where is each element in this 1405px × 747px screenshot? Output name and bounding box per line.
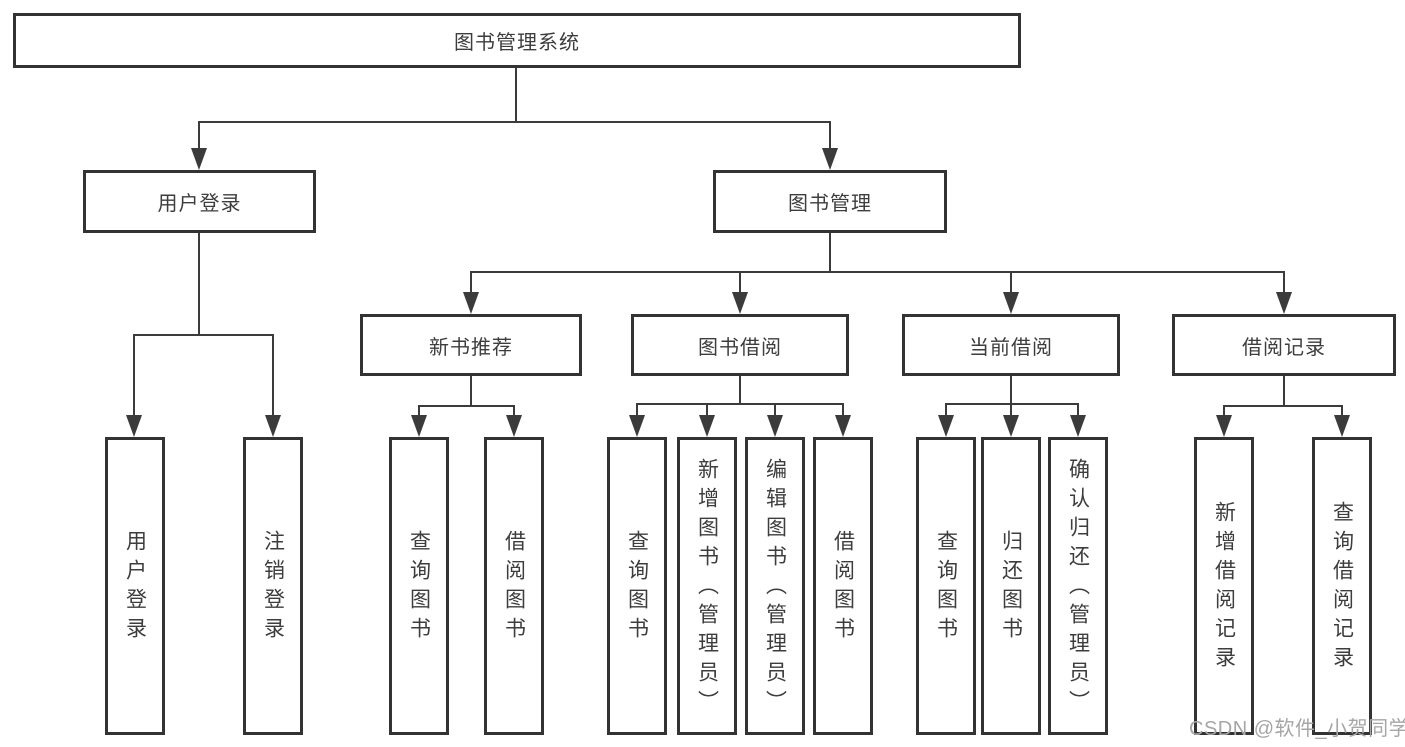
connector-recommend-drop-2: [513, 405, 515, 417]
arrowhead-down-icon: [835, 415, 851, 437]
node-library-management-system: 图书管理系统: [13, 13, 1021, 68]
connector-root-drop-left: [198, 121, 200, 150]
connector-current-stem: [1010, 376, 1012, 405]
arrowhead-down-icon: [767, 415, 783, 437]
connector-mgmt-drop-2: [739, 271, 741, 294]
leaf-records-add-borrow-record: 新增借阅记录: [1194, 437, 1254, 735]
leaf-current-return-books: 归还图书: [981, 437, 1041, 735]
leaf-borrow-add-books-admin: 新增图书（管理员）: [677, 437, 737, 735]
arrowhead-down-icon: [1334, 415, 1350, 437]
arrowhead-down-icon: [191, 148, 207, 170]
connector-current-drop-3: [1077, 403, 1079, 417]
connector-current-drop-1: [945, 403, 947, 417]
node-current-borrowing: 当前借阅: [902, 314, 1120, 376]
node-user-login: 用户登录: [83, 170, 316, 233]
connector-recommend-bar: [418, 405, 515, 407]
connector-recommend-stem: [470, 376, 472, 407]
connector-mgmt-drop-3: [1010, 271, 1012, 294]
leaf-records-query-borrow-record: 查询借阅记录: [1312, 437, 1372, 735]
connector-borrow-drop-3: [774, 403, 776, 417]
arrowhead-down-icon: [938, 415, 954, 437]
connector-root-drop-right: [829, 121, 831, 150]
arrowhead-down-icon: [1070, 415, 1086, 437]
connector-mgmt-drop-4: [1283, 271, 1285, 294]
connector-records-stem: [1283, 376, 1285, 407]
connector-current-bar: [945, 403, 1079, 405]
arrowhead-down-icon: [629, 415, 645, 437]
arrowhead-down-icon: [822, 148, 838, 170]
arrowhead-down-icon: [126, 415, 142, 437]
leaf-logout-login: 注销登录: [243, 437, 303, 735]
leaf-recommend-query-books: 查询图书: [389, 437, 449, 735]
csdn-watermark: CSDN @软件_小贺同学: [1189, 718, 1405, 740]
connector-borrow-drop-4: [842, 403, 844, 417]
leaf-user-login: 用户登录: [105, 437, 165, 735]
connector-login-stem: [198, 233, 200, 336]
connector-borrow-drop-1: [636, 403, 638, 417]
connector-records-bar: [1223, 405, 1343, 407]
connector-root-stem: [515, 68, 517, 122]
leaf-borrow-borrow-books: 借阅图书: [813, 437, 873, 735]
arrowhead-down-icon: [265, 415, 281, 437]
leaf-current-confirm-return-admin: 确认归还（管理员）: [1048, 437, 1108, 735]
connector-borrow-stem: [739, 376, 741, 405]
connector-borrow-drop-2: [706, 403, 708, 417]
connector-recommend-drop-1: [418, 405, 420, 417]
node-book-management: 图书管理: [713, 170, 947, 233]
arrowhead-down-icon: [1003, 415, 1019, 437]
node-book-borrowing: 图书借阅: [631, 314, 849, 376]
connector-records-drop-2: [1341, 405, 1343, 417]
connector-root-bar: [198, 121, 831, 123]
connector-mgmt-stem: [829, 233, 831, 273]
node-new-book-recommendation: 新书推荐: [360, 314, 582, 376]
arrowhead-down-icon: [699, 415, 715, 437]
connector-login-bar: [133, 334, 274, 336]
leaf-current-query-books: 查询图书: [916, 437, 976, 735]
connector-login-drop-2: [272, 334, 274, 417]
arrowhead-down-icon: [732, 292, 748, 314]
leaf-borrow-edit-books-admin: 编辑图书（管理员）: [745, 437, 805, 735]
connector-mgmt-bar: [470, 271, 1285, 273]
leaf-borrow-query-books: 查询图书: [607, 437, 667, 735]
arrowhead-down-icon: [1003, 292, 1019, 314]
node-borrowing-records: 借阅记录: [1172, 314, 1396, 376]
arrowhead-down-icon: [1216, 415, 1232, 437]
leaf-recommend-borrow-books: 借阅图书: [484, 437, 544, 735]
connector-borrow-bar: [636, 403, 844, 405]
arrowhead-down-icon: [463, 292, 479, 314]
arrowhead-down-icon: [1276, 292, 1292, 314]
connector-current-drop-2: [1010, 403, 1012, 417]
connector-mgmt-drop-1: [470, 271, 472, 294]
connector-login-drop-1: [133, 334, 135, 417]
arrowhead-down-icon: [411, 415, 427, 437]
arrowhead-down-icon: [506, 415, 522, 437]
connector-records-drop-1: [1223, 405, 1225, 417]
